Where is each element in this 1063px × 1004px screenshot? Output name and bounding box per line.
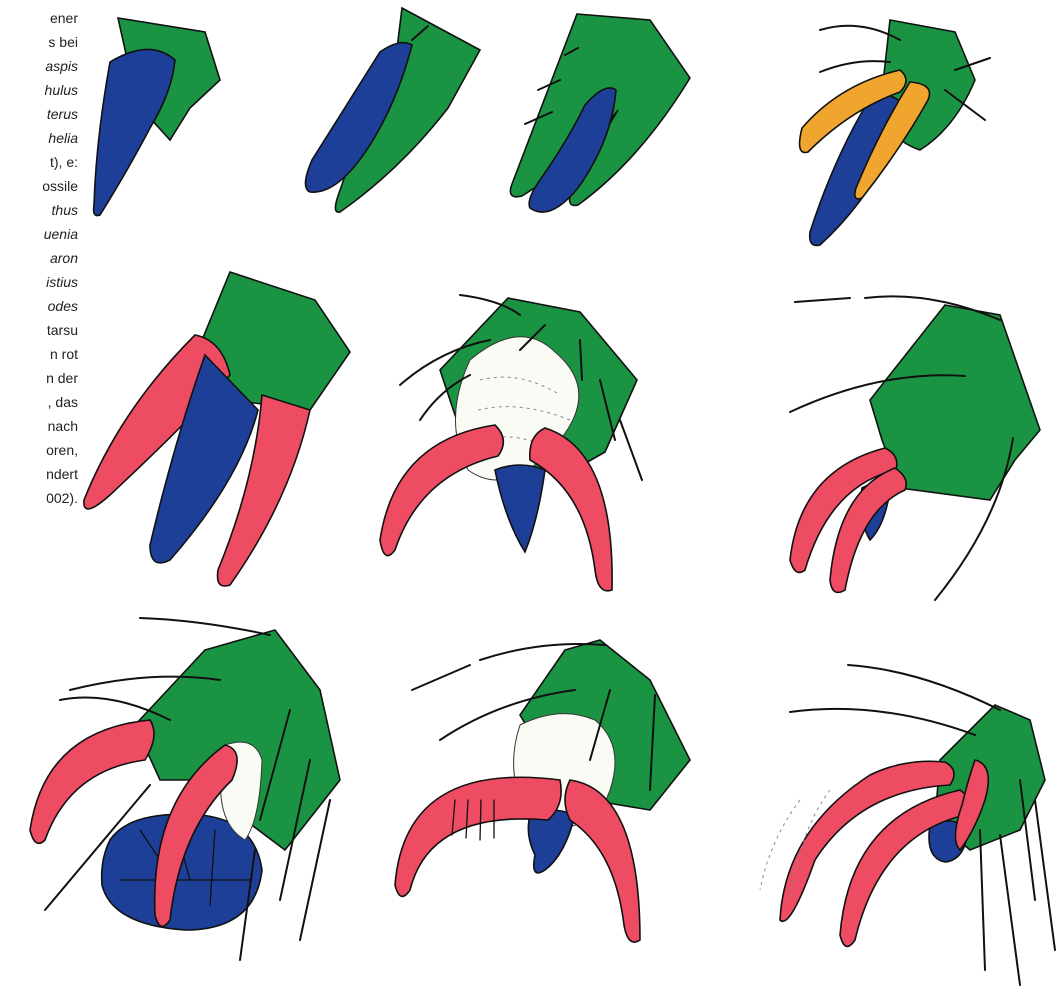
panel-c	[510, 14, 690, 212]
panel-f	[380, 295, 642, 591]
seta	[412, 665, 470, 690]
panel-a	[94, 18, 220, 216]
seta	[848, 665, 1000, 710]
panel-i	[395, 640, 690, 942]
panel-h	[30, 618, 340, 960]
seta	[790, 709, 975, 735]
seta	[1000, 835, 1020, 985]
seta	[795, 298, 850, 302]
seta	[980, 830, 985, 970]
panel-d	[800, 20, 990, 245]
seta	[820, 61, 890, 72]
panel-g	[790, 296, 1040, 600]
panel-e	[84, 272, 350, 586]
empodium	[495, 465, 545, 552]
panel-b	[305, 8, 480, 212]
seta	[140, 618, 270, 635]
claw-left	[380, 425, 503, 556]
panel-j	[760, 665, 1055, 985]
seta	[1035, 800, 1055, 950]
seta	[620, 420, 642, 480]
